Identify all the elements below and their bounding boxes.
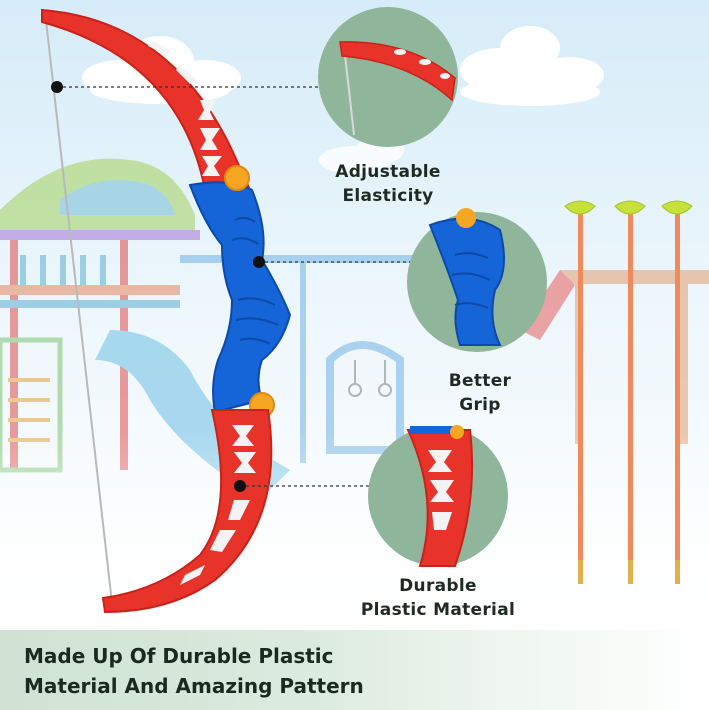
cloud-right [460,26,604,106]
lower-limb-cutouts [180,425,256,585]
suction-arrow-3 [661,200,693,584]
pointer-dot-grip [253,256,265,268]
bow-string [44,11,113,604]
suction-arrow-2 [614,200,646,584]
feature-label-grip: Better Grip [420,369,540,417]
zoom-circle-grip [407,208,547,352]
zoom-circle-material [368,425,508,567]
upper-grip-knob [224,165,250,191]
grip-ridges [231,216,279,345]
suction-arrow-1 [564,200,596,584]
feature-elasticity-line2: Elasticity [342,186,434,206]
pointer-dot-elasticity [51,81,63,93]
feature-elasticity-line1: Adjustable [335,162,441,182]
feature-grip-line1: Better [448,371,512,391]
bow-grip [188,181,292,414]
feature-label-material: Durable Plastic Material [348,574,528,622]
pointer-dot-material [234,480,246,492]
upper-limb-cutouts [148,40,222,176]
bottom-banner [0,630,709,710]
banner-line2: Material And Amazing Pattern [24,674,364,698]
callout-leaders [57,86,430,487]
banner-text: Made Up Of Durable Plastic Material And … [24,641,364,701]
feature-material-line1: Durable [399,576,477,596]
banner-line1: Made Up Of Durable Plastic [24,644,334,668]
feature-grip-line2: Grip [459,395,501,415]
zoom-circle-elasticity [318,7,458,147]
feature-label-elasticity: Adjustable Elasticity [318,160,458,208]
bow-lower-limb [101,409,273,614]
feature-material-line2: Plastic Material [360,600,516,620]
